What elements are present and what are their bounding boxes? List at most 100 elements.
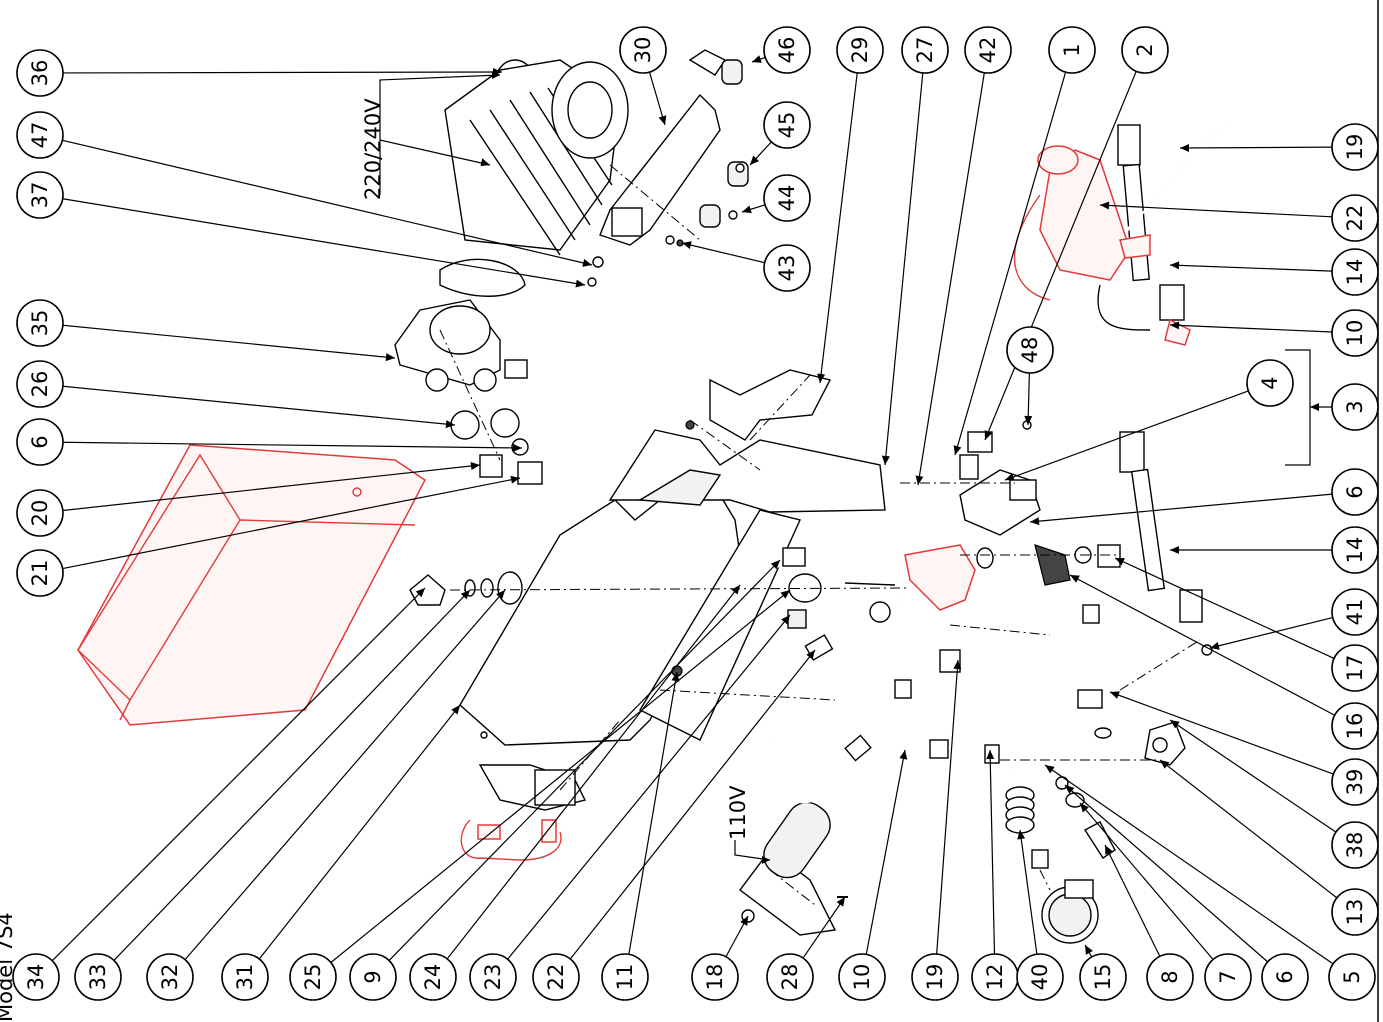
callout-number: 9 bbox=[361, 970, 385, 983]
callout-32: 32 bbox=[146, 953, 194, 1001]
callout-number: 4 bbox=[1258, 376, 1282, 389]
leader-line-22 bbox=[569, 649, 816, 960]
leader-arrowhead bbox=[1100, 201, 1110, 210]
callout-number: 31 bbox=[233, 964, 257, 991]
callout-circle bbox=[763, 244, 811, 292]
callout-circle bbox=[146, 953, 194, 1001]
leader-line-19 bbox=[936, 659, 959, 955]
callout-number: 2 bbox=[1133, 43, 1157, 56]
leader-arrowhead bbox=[1115, 558, 1125, 566]
leader-line-12 bbox=[989, 749, 996, 955]
chassis-plate-part bbox=[459, 369, 886, 746]
callout-number: 26 bbox=[28, 371, 52, 398]
solenoid-valve-part bbox=[959, 420, 1041, 536]
capacitor-110v-part bbox=[739, 801, 848, 936]
leader-arrowhead bbox=[899, 750, 908, 760]
pump-part bbox=[394, 258, 528, 392]
callout-14: 14 bbox=[1331, 526, 1379, 574]
callout-circle bbox=[16, 299, 64, 347]
leader-line-22 bbox=[1099, 204, 1333, 218]
callout-number: 19 bbox=[923, 964, 947, 991]
callout-40: 40 bbox=[1016, 953, 1064, 1001]
leader-line-14 bbox=[1169, 264, 1333, 272]
leader-arrowhead bbox=[915, 475, 924, 485]
callout-number: 30 bbox=[631, 37, 655, 64]
callout-circle bbox=[12, 953, 60, 1001]
callout-number: 3 bbox=[1343, 400, 1367, 413]
callout-30: 30 bbox=[619, 26, 667, 74]
leader-line-10 bbox=[1169, 324, 1333, 333]
callout-4: 4 bbox=[1246, 359, 1294, 407]
leader-arrowhead bbox=[575, 279, 585, 288]
callout-37: 37 bbox=[16, 171, 64, 219]
callout-number: 22 bbox=[544, 964, 568, 991]
callout-number: 22 bbox=[1343, 205, 1367, 232]
callout-number: 14 bbox=[1343, 537, 1367, 564]
leader-arrowhead bbox=[752, 55, 762, 63]
callout-circle bbox=[1331, 468, 1379, 516]
callout-number: 24 bbox=[421, 964, 445, 991]
leader-line-8 bbox=[1104, 844, 1161, 957]
callout-22: 22 bbox=[1331, 194, 1379, 242]
leader-arrowhead bbox=[953, 445, 962, 455]
callout-number: 10 bbox=[1343, 320, 1367, 347]
voltage-220-label: 220/240V bbox=[361, 71, 501, 200]
callout-number: 13 bbox=[1343, 899, 1367, 926]
callout-number: 1 bbox=[1060, 43, 1084, 56]
callout-8: 8 bbox=[1146, 953, 1194, 1001]
leader-arrowhead bbox=[496, 590, 505, 600]
leader-line-23 bbox=[507, 614, 791, 960]
switch-assembly-part bbox=[460, 764, 587, 861]
leader-arrowhead bbox=[470, 461, 480, 470]
callout-number: 27 bbox=[913, 37, 937, 64]
callout-9: 9 bbox=[349, 953, 397, 1001]
callout-circle bbox=[1331, 758, 1379, 806]
callout-31: 31 bbox=[221, 953, 269, 1001]
callout-2: 2 bbox=[1121, 26, 1169, 74]
callout-number: 44 bbox=[775, 185, 799, 212]
callout-number: 29 bbox=[848, 37, 872, 64]
callout-circle bbox=[409, 953, 457, 1001]
callout-circle bbox=[1121, 26, 1169, 74]
callout-circle bbox=[16, 489, 64, 537]
leader-arrowhead bbox=[953, 660, 962, 670]
callout-circle bbox=[1016, 953, 1064, 1001]
leader-arrowhead bbox=[1070, 575, 1080, 583]
water-tank-part bbox=[77, 444, 426, 726]
leader-arrowhead bbox=[582, 259, 592, 267]
callout-circle bbox=[349, 953, 397, 1001]
leader-arrowhead bbox=[1210, 641, 1220, 650]
callout-25: 25 bbox=[289, 953, 337, 1001]
callout-number: 42 bbox=[976, 37, 1000, 64]
callout-circle bbox=[619, 26, 667, 74]
leader-line-28 bbox=[802, 896, 846, 959]
leader-arrowhead bbox=[415, 588, 425, 598]
callout-34: 34 bbox=[12, 953, 60, 1001]
callout-circle bbox=[16, 360, 64, 408]
callout-circle bbox=[601, 953, 649, 1001]
leader-arrowhead bbox=[510, 475, 520, 484]
callout-number: 48 bbox=[1018, 337, 1042, 364]
callout-circle bbox=[221, 953, 269, 1001]
callout-number: 7 bbox=[1216, 970, 1240, 983]
leader-line-24 bbox=[446, 584, 741, 960]
callout-number: 8 bbox=[1158, 970, 1182, 983]
leader-line-4 bbox=[1004, 390, 1249, 481]
leader-arrowhead bbox=[671, 672, 680, 682]
callout-39: 39 bbox=[1331, 758, 1379, 806]
callout-number: 6 bbox=[1273, 970, 1297, 983]
leader-line-40 bbox=[1019, 829, 1038, 955]
callout-24: 24 bbox=[409, 953, 457, 1001]
voltage-110-text: 110V bbox=[726, 785, 750, 840]
leader-line-21 bbox=[62, 477, 521, 570]
leader-arrowhead bbox=[1085, 945, 1093, 955]
callout-47: 47 bbox=[16, 111, 64, 159]
callout-circle bbox=[901, 26, 949, 74]
leader-line-11 bbox=[628, 671, 678, 955]
callout-10: 10 bbox=[838, 953, 886, 1001]
callout-6: 6 bbox=[1261, 953, 1309, 1001]
callout-12: 12 bbox=[971, 953, 1019, 1001]
callout-circle bbox=[469, 953, 517, 1001]
